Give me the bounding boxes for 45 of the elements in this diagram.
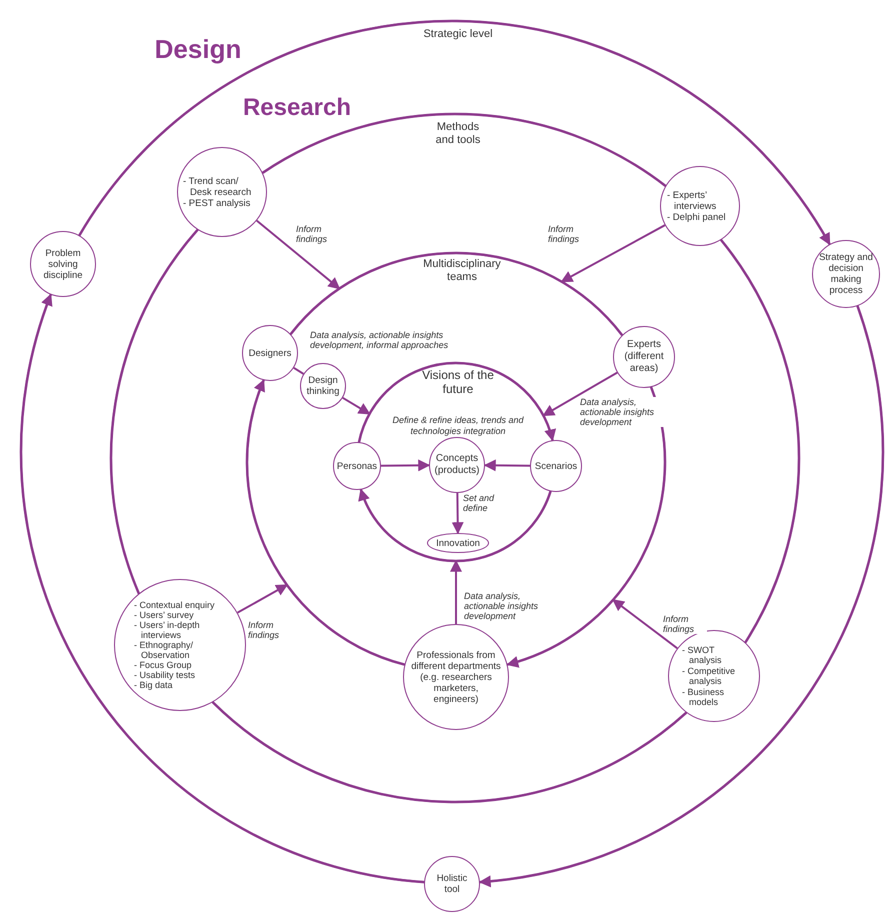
- node-label: Concepts (products): [433, 453, 480, 477]
- diagram-heading: Research: [242, 94, 352, 122]
- arrow: [342, 396, 371, 415]
- list-item: - Business models: [682, 686, 726, 708]
- list-item: - Ethnography/ Observation: [134, 640, 194, 660]
- list-item: - Users’ survey: [134, 610, 194, 620]
- node-label: Strategy and decision making process: [818, 252, 874, 296]
- arrow: [450, 560, 462, 624]
- node-label: Designers: [248, 348, 292, 358]
- ring-label: Strategic level: [422, 28, 494, 41]
- node-label: Scenarios: [534, 460, 578, 472]
- arrow: [560, 224, 666, 283]
- node-label: Personas: [336, 460, 378, 472]
- arrow: [484, 459, 530, 472]
- arrow: [380, 459, 430, 472]
- edge-label: Inform findings: [663, 614, 707, 634]
- arrow: [542, 372, 618, 416]
- arrow: [452, 492, 464, 534]
- list-item: - SWOT analysis: [682, 644, 723, 666]
- node-label: Experts (different areas): [623, 339, 665, 375]
- ring-label: Visions of the future: [421, 368, 495, 396]
- list-item: - Usability tests: [134, 670, 196, 680]
- arrow: [237, 584, 288, 614]
- arrow: [612, 599, 678, 650]
- diagram-heading: Design: [154, 34, 242, 64]
- ring-label: Methods and tools: [434, 121, 482, 147]
- node-label: Holistic tool: [436, 873, 468, 895]
- list-item: - Contextual enquiry: [134, 600, 215, 610]
- list-item: - Big data: [134, 680, 173, 690]
- node-label: Problem solving discipline: [42, 248, 84, 280]
- list-item: - Focus Group: [134, 660, 192, 670]
- list-item: - Competitive analysis: [682, 666, 736, 686]
- ring-label: Multidisciplinary teams: [422, 258, 502, 284]
- list-item: - PEST analysis: [183, 198, 250, 208]
- node-label: Innovation: [436, 538, 480, 548]
- ring-caption: Define & refine ideas, trends and technologies integration: [391, 415, 525, 437]
- connector-line: [293, 366, 304, 375]
- node-label: Design thinking: [306, 375, 340, 397]
- ellipse-node: [427, 533, 489, 553]
- list-item: - Experts’ interviews: [667, 190, 718, 212]
- node-label: Professionals from different departments (e.g. researchers marketers, engineers): [411, 650, 501, 704]
- list-item: - Users’ in-depth interviews: [134, 620, 201, 640]
- list-item: - Delphi panel: [667, 212, 726, 222]
- list-item: - Trend scan/ Desk research: [183, 176, 252, 198]
- arrow: [256, 220, 340, 290]
